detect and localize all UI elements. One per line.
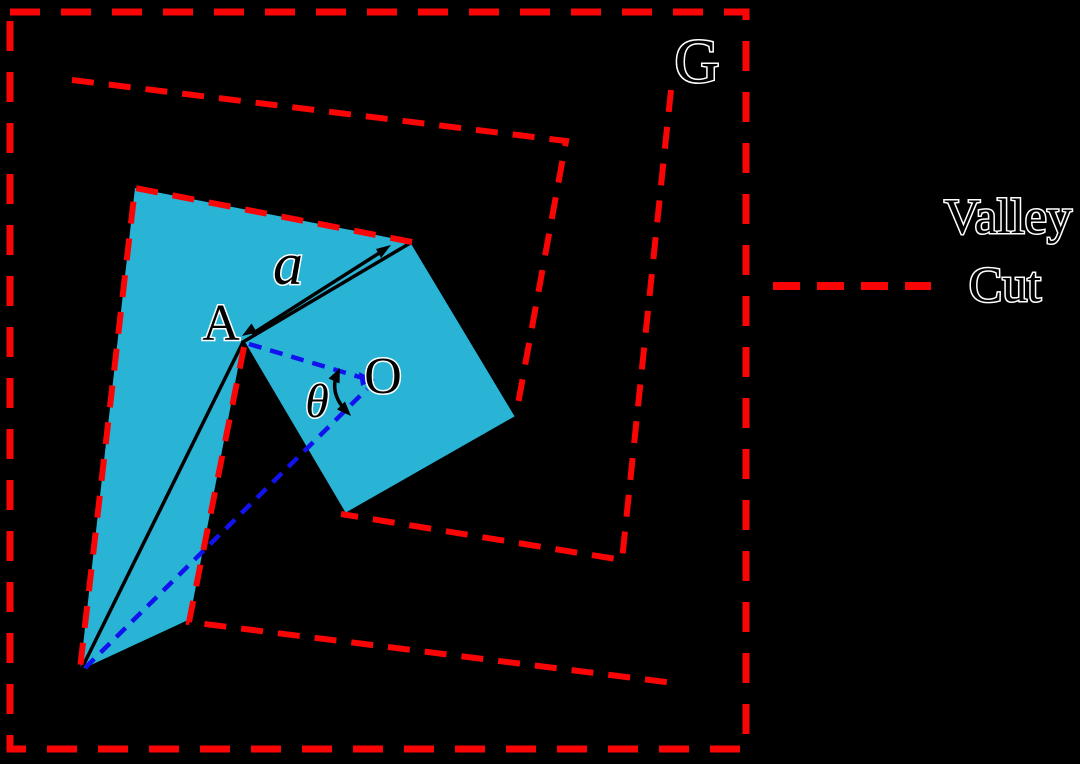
left-panel-shape (80, 188, 412, 672)
label-a-point: A (202, 295, 240, 352)
label-edge-length-a: a (273, 231, 303, 297)
spiral-cut-arm-from-square-top-corner (77, 184, 413, 670)
legend-cut-label: Cut (969, 256, 1041, 312)
theta-arc-arrowhead-bottom (337, 401, 351, 416)
outer-boundary-cut-line (6, 8, 750, 753)
radius-line-tip-to-o (83, 387, 369, 670)
left-panel-bottom-edge (79, 620, 189, 674)
radius-line-a-to-o (248, 341, 364, 381)
edge-length-arrowhead-ne (376, 245, 391, 258)
spiral-cut-arm-to-square-bottom-corner (340, 89, 674, 564)
spiral-cut-arm-to-square-right-corner (71, 77, 570, 405)
edge-length-arrowhead-sw (242, 323, 257, 336)
spiral-cut-arm-from-point-a (185, 346, 675, 686)
fold-line-a-to-tip (78, 341, 245, 673)
blue-arrowhead-at-o (359, 372, 375, 386)
edge-length-arrow-line (251, 248, 385, 336)
legend-valley-label: Valley (944, 188, 1072, 244)
label-o-point: O (364, 348, 402, 405)
theta-arc-arrowhead-top (328, 368, 340, 384)
label-g: G (675, 28, 720, 96)
label-rotation-angle-theta: θ (305, 375, 329, 428)
legend: Valley Cut (773, 187, 1073, 314)
